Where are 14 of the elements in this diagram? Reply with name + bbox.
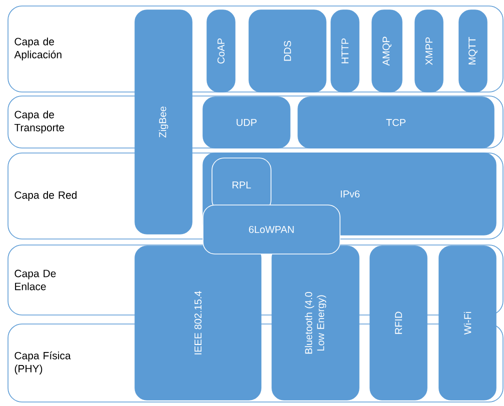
- protocol-box: ZigBee: [134, 10, 192, 234]
- protocol-box: TCP: [298, 96, 494, 148]
- protocol-box: Bluetooth (4.0 Low Energy): [272, 246, 360, 400]
- protocol-box: IEEE 802.15.4: [134, 246, 262, 400]
- protocol-box: CoAP: [206, 10, 236, 92]
- protocol-box: Wi-Fi: [438, 246, 496, 400]
- protocol-box: UDP: [202, 96, 290, 148]
- protocol-box: 6LoWPAN: [202, 204, 340, 254]
- protocol-box: RFID: [370, 246, 428, 400]
- protocol-box: AMQP: [372, 10, 402, 92]
- protocol-box: HTTP: [330, 10, 360, 92]
- protocol-box: MQTT: [458, 10, 488, 92]
- protocol-box: DDS: [248, 10, 326, 92]
- protocol-box: XMPP: [414, 10, 444, 92]
